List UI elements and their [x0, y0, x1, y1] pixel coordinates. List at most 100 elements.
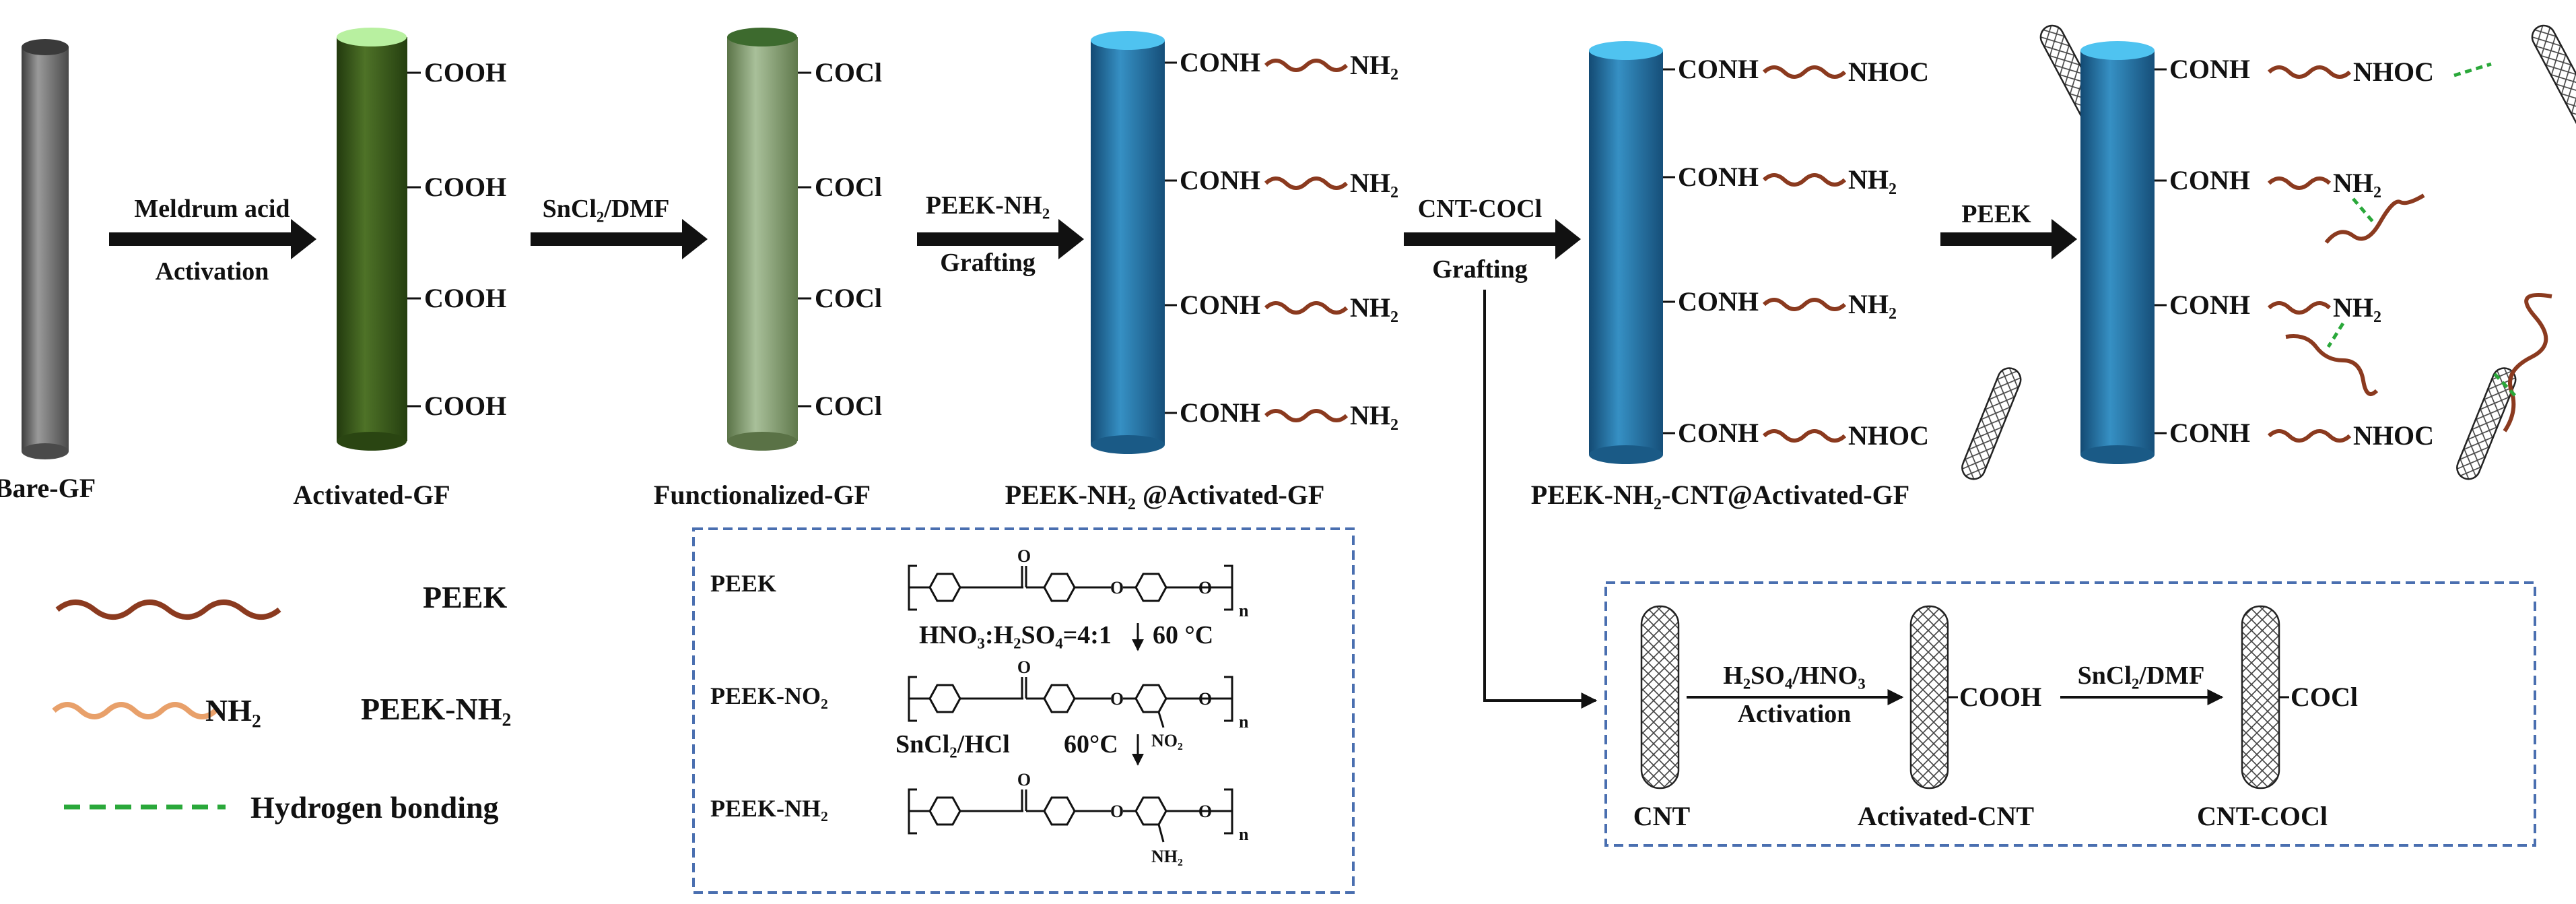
- fiber-bare-gf: Bare-GF: [0, 39, 96, 503]
- group-label: CONH: [1678, 54, 1759, 84]
- end-group-label: NH₂: [2333, 292, 2381, 323]
- group-label: COCl: [815, 172, 882, 202]
- group-label: COOH: [424, 57, 506, 88]
- end-group-label: NHOC: [2353, 420, 2434, 451]
- legend-peek-nh2-swatch: [52, 702, 217, 719]
- step-reagent: SnCl₂/DMF: [543, 195, 670, 223]
- functional-groups: [1663, 68, 1675, 434]
- cnt-label: Activated-CNT: [1858, 801, 2034, 831]
- cnt-tube: [1640, 605, 1680, 789]
- ether-o: O: [1198, 578, 1212, 598]
- end-group-label: NHOC: [1848, 57, 1929, 87]
- fiber-cap: [727, 28, 797, 46]
- fiber-bottom: [1589, 445, 1663, 464]
- reduction-reagent: SnCl₂/HCl: [895, 730, 1010, 758]
- step-reagent: Meldrum acid: [134, 195, 290, 223]
- fiber-cap: [337, 28, 407, 46]
- fiber-bottom: [22, 443, 69, 459]
- fiber-label: Bare-GF: [0, 473, 96, 503]
- structure-name: PEEK-NH₂: [710, 795, 828, 822]
- end-group-label: NH₂: [1350, 50, 1398, 80]
- structure-bonds: [909, 566, 1232, 602]
- step-arrow-4: CNT-COCl Grafting: [1404, 195, 1581, 284]
- step-condition: Grafting: [1432, 255, 1527, 284]
- end-group-label: NH₂: [1848, 289, 1897, 319]
- legend-peek-nh2-label: PEEK-NH₂: [361, 692, 511, 726]
- cnt-step1-condition: Activation: [1738, 700, 1852, 728]
- cnt-label: CNT-COCl: [2197, 801, 2328, 831]
- ether-o: O: [1110, 802, 1124, 821]
- peek-structure: PEEK O O O n: [710, 546, 1249, 620]
- end-group-label: NHOC: [2353, 57, 2434, 87]
- fiber-cap: [22, 39, 69, 55]
- fiber-bottom: [727, 432, 797, 451]
- ether-o: O: [1110, 689, 1124, 709]
- cnt-cocl-tube: [2241, 605, 2280, 789]
- group-label: CONH: [1678, 286, 1759, 317]
- legend-hbond-label: Hydrogen bonding: [250, 790, 499, 825]
- cnt-step2-reagent: SnCl₂/DMF: [2078, 661, 2205, 690]
- fiber-final-composite: CONH CONH CONH CONH NHOC NH₂ NH₂ NHOC: [2080, 24, 2576, 480]
- fiber-body: [1589, 51, 1663, 455]
- group-label: CONH: [1180, 47, 1260, 77]
- end-group-label: NH₂: [2333, 168, 2381, 198]
- repeat-n: n: [1239, 712, 1249, 732]
- nitration-temp: 60 °C: [1153, 621, 1213, 649]
- fiber-body: [337, 37, 407, 441]
- group-label: COCl: [815, 283, 882, 313]
- step-condition: Grafting: [940, 249, 1035, 277]
- fiber-activated-gf: COOH COOH COOH COOH Activated-GF: [293, 28, 506, 510]
- structure-name: PEEK: [710, 570, 776, 597]
- carbonyl-o: O: [1017, 657, 1031, 677]
- ether-o: O: [1110, 578, 1124, 598]
- activated-cnt-tube: [1909, 605, 1949, 789]
- step-reagent: CNT-COCl: [1418, 195, 1542, 223]
- structure-bonds: [909, 677, 1232, 728]
- substituent: NH₂: [1151, 847, 1183, 866]
- cnt-group-label: COOH: [1959, 682, 2041, 712]
- fiber-label: PEEK-NH₂-CNT@Activated-GF: [1531, 480, 1909, 510]
- step-arrow-5: PEEK: [1940, 200, 2077, 259]
- peek-no2-structure: PEEK-NO₂ O O O NO₂ n: [710, 657, 1249, 750]
- legend-nh2-end: NH₂: [205, 693, 261, 728]
- repeat-n: n: [1239, 601, 1249, 620]
- structure-bonds: [909, 789, 1232, 843]
- fiber-functionalized-gf: COCl COCl COCl COCl Functionalized-GF: [654, 28, 882, 510]
- step-arrow-3: PEEK-NH₂ Grafting: [917, 191, 1084, 277]
- group-label: CONH: [2169, 418, 2250, 448]
- functional-groups: [407, 71, 421, 408]
- fiber-peek-nh2-cnt-activated-gf: CONH CONH CONH CONH NHOC NH₂ NH₂ NHOC PE…: [1531, 24, 2108, 510]
- group-label: CONH: [2169, 290, 2250, 320]
- substituent: NO₂: [1151, 731, 1183, 750]
- peek-nh2-chains: [1762, 65, 1847, 443]
- box-border: [692, 527, 1355, 894]
- box-border: [1604, 581, 2536, 847]
- structure-name: PEEK-NO₂: [710, 682, 828, 709]
- step-reagent: PEEK: [1961, 200, 2031, 228]
- cnt-step1-reagent: H₂SO₄/HNO₃: [1723, 661, 1866, 690]
- fiber-body: [727, 37, 798, 441]
- ether-o: O: [1198, 802, 1212, 821]
- nitration-reagent: HNO₃:H₂SO₄=4:1: [919, 621, 1112, 649]
- end-group-label: NH₂: [1350, 292, 1398, 323]
- connector-arrow: [1483, 290, 1598, 709]
- fiber-body: [1091, 40, 1165, 445]
- legend-peek-swatch: [55, 600, 281, 620]
- fiber-cap: [1091, 31, 1165, 50]
- reduction-temp: 60°C: [1064, 730, 1118, 758]
- fiber-label: Activated-GF: [293, 480, 450, 510]
- group-label: CONH: [1180, 165, 1260, 195]
- fiber-peek-nh2-activated-gf: CONH CONH CONH CONH NH₂ NH₂ NH₂ NH₂ PEEK…: [1005, 31, 1398, 510]
- fiber-body: [22, 47, 69, 451]
- ether-o: O: [1198, 689, 1212, 709]
- fiber-bottom: [1091, 435, 1165, 454]
- cnt-tube: [2456, 367, 2517, 480]
- fiber-cap: [1589, 41, 1663, 60]
- fiber-label: PEEK-NH₂ @Activated-GF: [1005, 480, 1325, 510]
- end-group-label: NHOC: [1848, 420, 1929, 451]
- repeat-n: n: [1239, 825, 1249, 844]
- end-group-label: NH₂: [1848, 164, 1897, 195]
- peek-nh2-chains: [2267, 65, 2352, 443]
- end-group-label: NH₂: [1350, 168, 1398, 198]
